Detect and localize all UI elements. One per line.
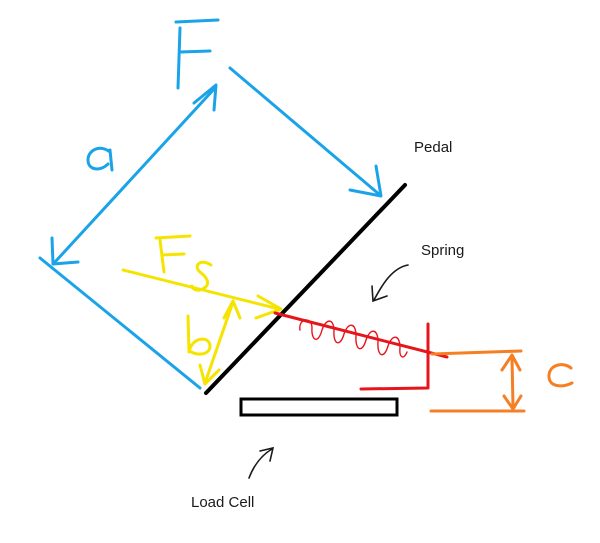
dimension-b-line: [203, 300, 235, 385]
spring-label: Spring: [421, 242, 464, 259]
force-symbol-drawing: [174, 18, 220, 90]
spring-rod: [273, 311, 449, 359]
pedal-force-group: F a: [38, 18, 383, 390]
dimension-a-arrowhead-top-icon: [192, 83, 218, 112]
dimension-a-drawing: [86, 146, 114, 172]
spring-force-group: F s b: [121, 234, 283, 386]
dimension-b-arrowhead-bottom-icon: [198, 363, 221, 386]
structure-group: [204, 183, 409, 479]
lever-line: [38, 256, 202, 390]
pedal-line: [204, 183, 407, 395]
spring-pointer-icon: [371, 264, 409, 303]
dimension-c-top-line: [430, 349, 523, 356]
load-cell-label: Load Cell: [191, 494, 254, 511]
dimension-c-line: [510, 355, 515, 409]
dimension-c-group: c: [429, 349, 574, 413]
dimension-b-arrowhead-top-icon: [222, 299, 242, 320]
load-cell-pointer-icon: [248, 446, 275, 479]
dimension-c-arrowhead-top-icon: [500, 353, 522, 372]
force-arrowhead-icon: [348, 164, 383, 198]
spring-force-symbol-drawing: [154, 234, 192, 274]
spring-coil: [299, 319, 408, 358]
dimension-a-arrowhead-bottom-icon: [50, 236, 80, 266]
dimension-a-line: [53, 86, 217, 264]
force-arrow: [228, 66, 382, 197]
dimension-c-drawing: [547, 363, 574, 388]
spring-group: [273, 311, 449, 391]
load-cell-box: [239, 397, 399, 417]
spring-force-arrowhead-icon: [254, 294, 283, 320]
pedal-label: Pedal: [414, 139, 452, 156]
dimension-c-arrowhead-bottom-icon: [502, 394, 523, 411]
dimension-b-drawing: [186, 314, 212, 356]
spring-bracket: [359, 322, 430, 391]
spring-force-subscript-drawing: [190, 260, 213, 292]
